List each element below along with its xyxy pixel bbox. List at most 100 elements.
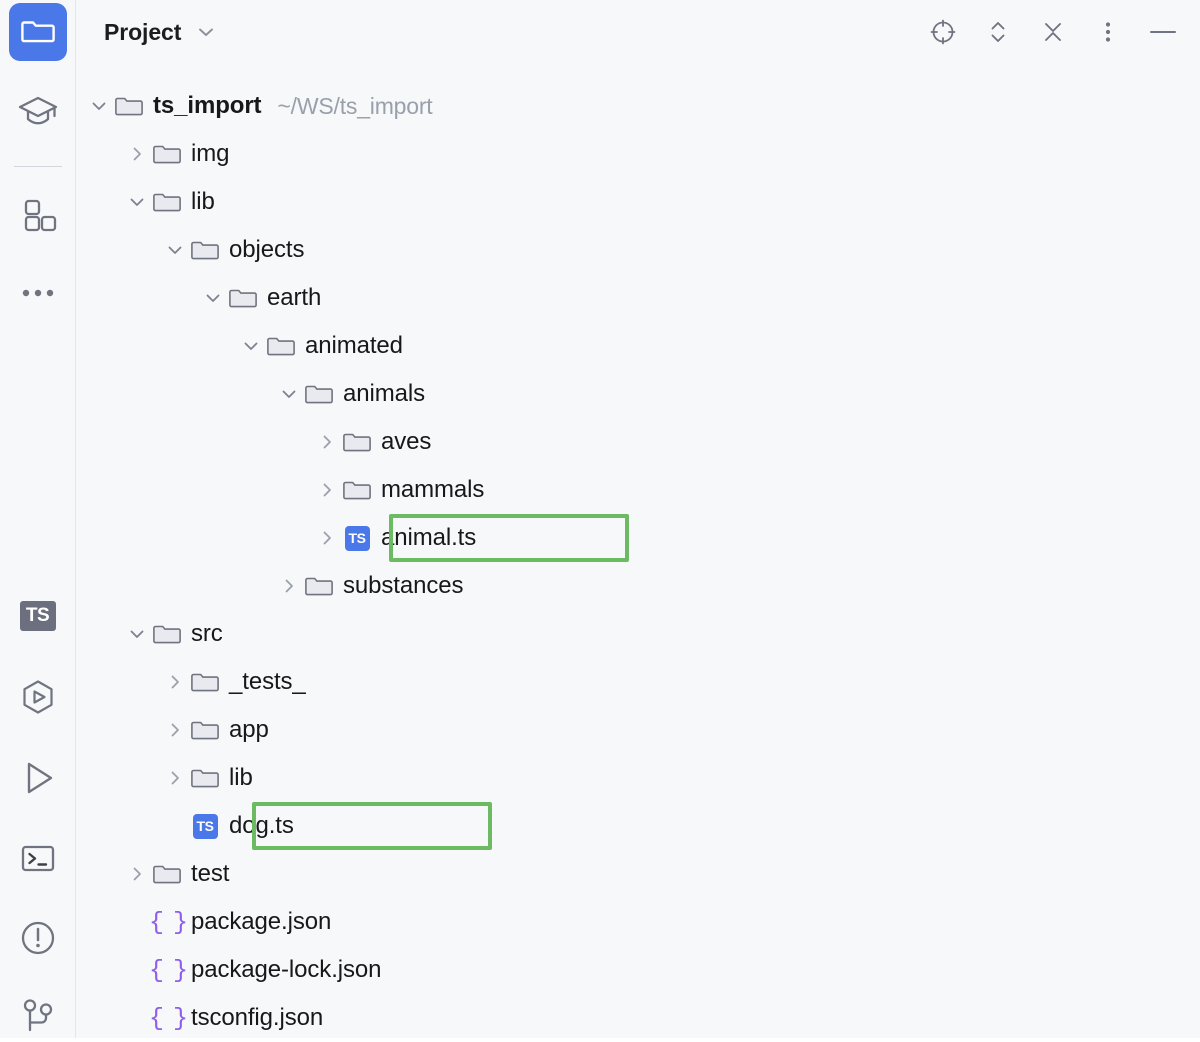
activity-bar-item-problems[interactable] bbox=[12, 912, 64, 964]
options-menu-button[interactable] bbox=[1091, 15, 1125, 49]
activity-bar-item-project[interactable] bbox=[8, 3, 67, 61]
tree-node-label: img bbox=[191, 140, 230, 167]
chevron-right-icon[interactable] bbox=[160, 763, 190, 793]
tree-indent-spacer bbox=[122, 955, 152, 985]
tree-indent-spacer bbox=[122, 1003, 152, 1033]
tree-row[interactable]: img bbox=[76, 130, 1200, 178]
tree-node-label: tsconfig.json bbox=[191, 1004, 324, 1031]
tree-node-label: earth bbox=[267, 284, 322, 311]
scroll-from-source-button[interactable] bbox=[926, 15, 960, 49]
tree-row[interactable]: earth bbox=[76, 274, 1200, 322]
chevron-down-icon[interactable] bbox=[195, 21, 217, 43]
play-triangle-icon bbox=[15, 755, 61, 801]
tree-row[interactable]: _tests_ bbox=[76, 658, 1200, 706]
chevron-right-icon[interactable] bbox=[312, 475, 342, 505]
activity-bar-item-terminal[interactable] bbox=[12, 832, 64, 884]
structure-blocks-icon bbox=[16, 192, 60, 236]
folder-icon bbox=[190, 667, 220, 697]
tree-node-label: package.json bbox=[191, 908, 332, 935]
tree-row[interactable]: test bbox=[76, 850, 1200, 898]
tree-node-label: src bbox=[191, 620, 223, 647]
tree-row[interactable]: aves bbox=[76, 418, 1200, 466]
folder-icon bbox=[342, 427, 372, 457]
folder-icon bbox=[152, 859, 182, 889]
ellipsis-horizontal-icon bbox=[16, 283, 60, 303]
folder-icon bbox=[152, 619, 182, 649]
tree-row[interactable]: substances bbox=[76, 562, 1200, 610]
tree-row[interactable]: ts_import~/WS/ts_import bbox=[76, 82, 1200, 130]
activity-bar: TS bbox=[0, 0, 76, 1038]
tree-row[interactable]: mammals bbox=[76, 466, 1200, 514]
activity-bar-item-run[interactable] bbox=[12, 752, 64, 804]
folder-icon bbox=[190, 715, 220, 745]
activity-bar-item-services[interactable] bbox=[12, 672, 64, 724]
tree-row[interactable]: animated bbox=[76, 322, 1200, 370]
collapse-all-button[interactable] bbox=[1036, 15, 1070, 49]
project-tool-window: Project bbox=[76, 0, 1200, 1038]
chevron-right-icon[interactable] bbox=[312, 427, 342, 457]
git-branch-icon bbox=[15, 993, 61, 1039]
chevron-right-icon[interactable] bbox=[122, 859, 152, 889]
project-folder-white-icon bbox=[20, 14, 56, 50]
chevron-right-icon[interactable] bbox=[312, 523, 342, 553]
folder-icon bbox=[304, 571, 334, 601]
chevron-down-icon[interactable] bbox=[274, 379, 304, 409]
project-tree[interactable]: ts_import~/WS/ts_import img lib objects … bbox=[76, 64, 1200, 1038]
tree-row[interactable]: app bbox=[76, 706, 1200, 754]
tree-row[interactable]: animals bbox=[76, 370, 1200, 418]
tree-node-label: substances bbox=[343, 572, 464, 599]
chevron-down-icon[interactable] bbox=[160, 235, 190, 265]
folder-icon bbox=[304, 379, 334, 409]
tree-indent-spacer bbox=[160, 811, 190, 841]
warning-circle-icon bbox=[15, 915, 61, 961]
chevron-right-icon[interactable] bbox=[122, 139, 152, 169]
activity-bar-item-version-control[interactable] bbox=[12, 990, 64, 1042]
chevron-down-icon[interactable] bbox=[84, 91, 114, 121]
chevron-right-icon[interactable] bbox=[160, 715, 190, 745]
chevron-down-icon[interactable] bbox=[236, 331, 266, 361]
chevron-right-icon[interactable] bbox=[160, 667, 190, 697]
activity-bar-item-more-tool-windows[interactable] bbox=[12, 267, 64, 319]
folder-icon bbox=[152, 187, 182, 217]
typescript-file-icon: TS bbox=[342, 523, 372, 553]
tree-row[interactable]: { }package-lock.json bbox=[76, 946, 1200, 994]
json-file-icon: { } bbox=[149, 907, 188, 937]
activity-bar-item-structure[interactable] bbox=[12, 188, 64, 240]
tree-row[interactable]: { }tsconfig.json bbox=[76, 994, 1200, 1038]
folder-icon bbox=[342, 475, 372, 505]
page-title: Project bbox=[104, 18, 182, 45]
json-file-icon: { } bbox=[149, 955, 188, 985]
expand-collapse-button[interactable] bbox=[981, 15, 1015, 49]
tree-node-path: ~/WS/ts_import bbox=[277, 92, 433, 119]
folder-icon bbox=[190, 235, 220, 265]
chevron-right-icon[interactable] bbox=[274, 571, 304, 601]
hide-button[interactable] bbox=[1146, 15, 1180, 49]
json-file-icon: { } bbox=[149, 1003, 188, 1033]
chevron-down-icon[interactable] bbox=[122, 619, 152, 649]
activity-bar-item-learn[interactable] bbox=[12, 85, 64, 137]
tree-node-label: animated bbox=[305, 332, 403, 359]
tree-node-label: mammals bbox=[381, 476, 485, 503]
tree-node-label: app bbox=[229, 716, 269, 743]
chevron-down-icon[interactable] bbox=[122, 187, 152, 217]
tree-indent-spacer bbox=[122, 907, 152, 937]
tree-node-label: lib bbox=[191, 188, 215, 215]
chevron-down-icon[interactable] bbox=[198, 283, 228, 313]
activity-bar-item-typescript[interactable]: TS bbox=[12, 590, 64, 642]
folder-icon bbox=[190, 763, 220, 793]
tree-row[interactable]: src bbox=[76, 610, 1200, 658]
tree-row[interactable]: { }package.json bbox=[76, 898, 1200, 946]
activity-bar-divider bbox=[13, 166, 62, 167]
tree-row[interactable]: lib bbox=[76, 754, 1200, 802]
typescript-file-icon: TS bbox=[190, 811, 220, 841]
tree-row[interactable]: objects bbox=[76, 226, 1200, 274]
graduation-cap-icon bbox=[15, 88, 61, 134]
terminal-icon bbox=[16, 836, 60, 880]
tree-row[interactable]: lib bbox=[76, 178, 1200, 226]
folder-icon bbox=[114, 91, 144, 121]
hexagon-play-icon bbox=[15, 675, 61, 721]
tool-window-header: Project bbox=[76, 0, 1200, 64]
